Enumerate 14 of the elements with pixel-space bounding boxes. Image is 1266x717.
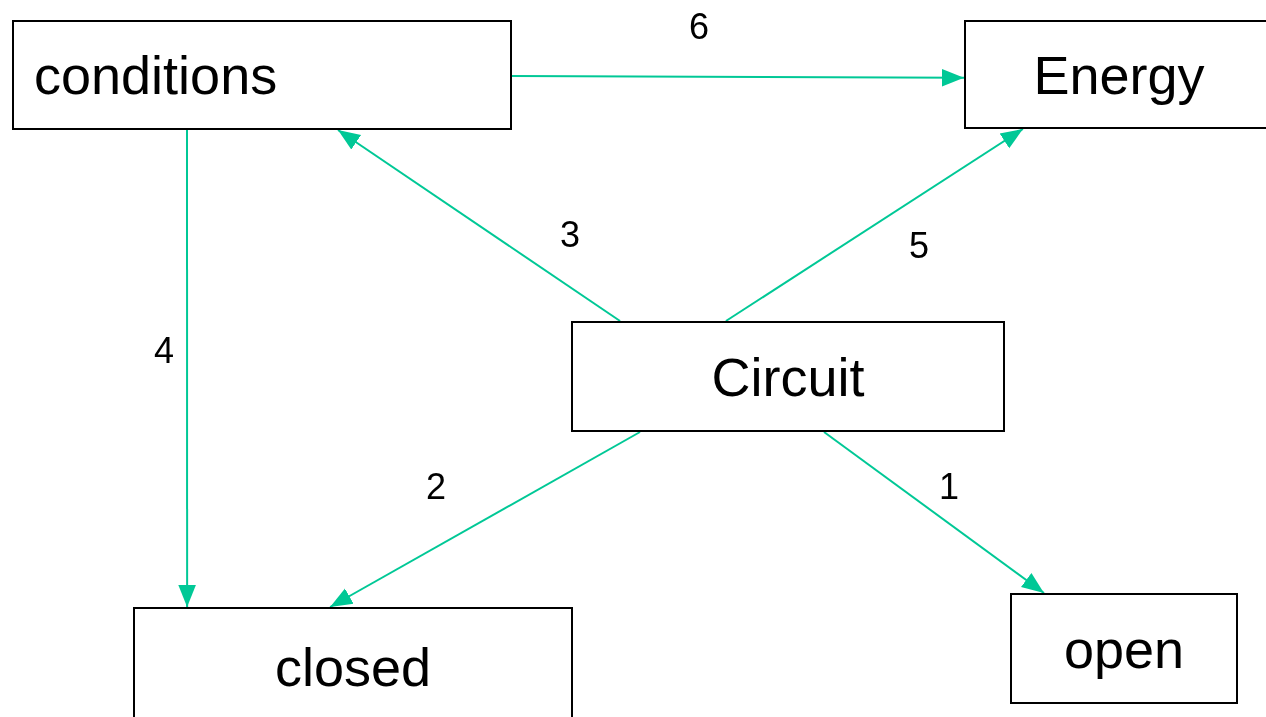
node-label: conditions <box>34 48 278 102</box>
arrow <box>511 68 965 87</box>
process-box <box>12 20 512 130</box>
process-box <box>1010 593 1238 704</box>
arrow <box>724 128 1024 322</box>
node-label: Circuit <box>711 349 865 404</box>
process-box <box>133 607 573 717</box>
arrow <box>823 431 1045 594</box>
arrow <box>329 431 641 608</box>
arrow <box>337 129 622 322</box>
process-box <box>964 20 1266 129</box>
process-box <box>571 321 1005 432</box>
node-label: closed <box>274 640 432 694</box>
arrow <box>178 129 196 608</box>
